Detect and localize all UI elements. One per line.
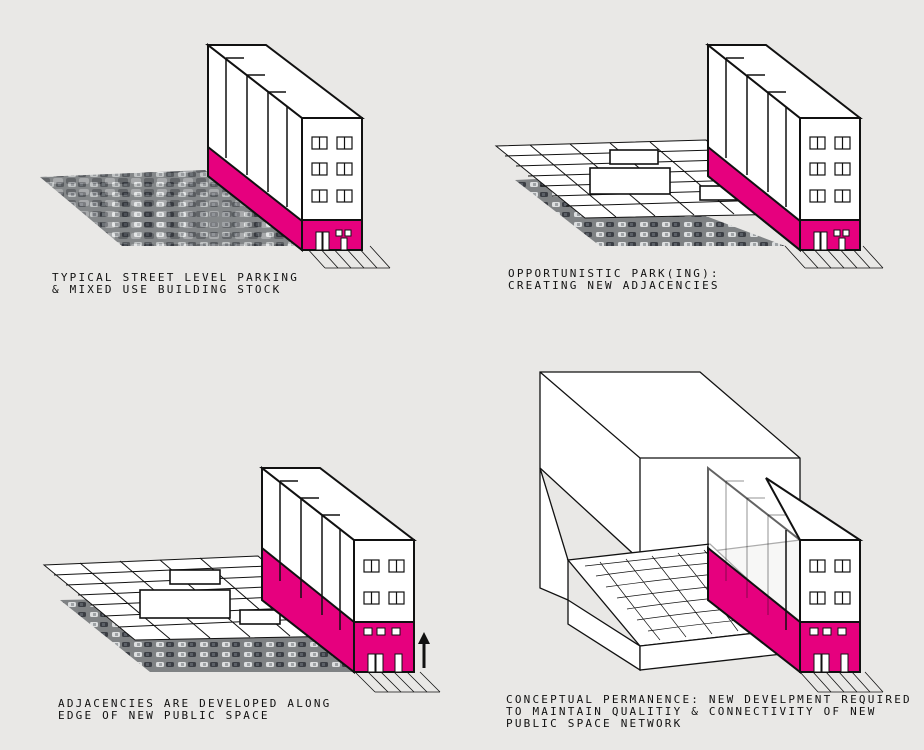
- panel-adjacencies-developed: [42, 465, 441, 693]
- ground-hatch: [304, 245, 391, 269]
- building: [259, 465, 417, 675]
- caption-line: & MIXED USE BUILDING STOCK: [52, 283, 282, 296]
- caption-line: CREATING NEW ADJACENCIES: [508, 279, 720, 292]
- caption-line: OPPORTUNISTIC PARK(ING):: [508, 267, 720, 280]
- building: [707, 465, 864, 675]
- caption-line: PUBLIC SPACE NETWORK: [506, 717, 683, 730]
- parking-lot: [40, 170, 305, 246]
- arrow-up-icon: [418, 632, 430, 668]
- panel-street-parking: [40, 42, 391, 269]
- caption-line: EDGE OF NEW PUBLIC SPACE: [58, 709, 270, 722]
- panel-opportunistic-parking: [494, 42, 884, 269]
- panel-conceptual-permanence: [539, 371, 884, 693]
- building: [205, 42, 365, 253]
- caption-line: TYPICAL STREET LEVEL PARKING: [52, 271, 300, 284]
- ground-hatch: [354, 671, 441, 693]
- caption-conceptual-permanence: CONCEPTUAL PERMANENCE: NEW DEVELPMENT RE…: [506, 694, 912, 730]
- caption-street-parking: TYPICAL STREET LEVEL PARKING & MIXED USE…: [52, 272, 299, 296]
- caption-opportunistic-parking: OPPORTUNISTIC PARK(ING): CREATING NEW AD…: [508, 268, 720, 292]
- caption-line: ADJACENCIES ARE DEVELOPED ALONG: [58, 697, 332, 710]
- caption-line: TO MAINTAIN QUALITIY & CONNECTIVITY OF N…: [506, 705, 877, 718]
- ground-hatch: [799, 671, 884, 693]
- caption-adjacencies-developed: ADJACENCIES ARE DEVELOPED ALONG EDGE OF …: [58, 698, 332, 722]
- caption-line: CONCEPTUAL PERMANENCE: NEW DEVELPMENT RE…: [506, 693, 912, 706]
- building: [705, 42, 863, 253]
